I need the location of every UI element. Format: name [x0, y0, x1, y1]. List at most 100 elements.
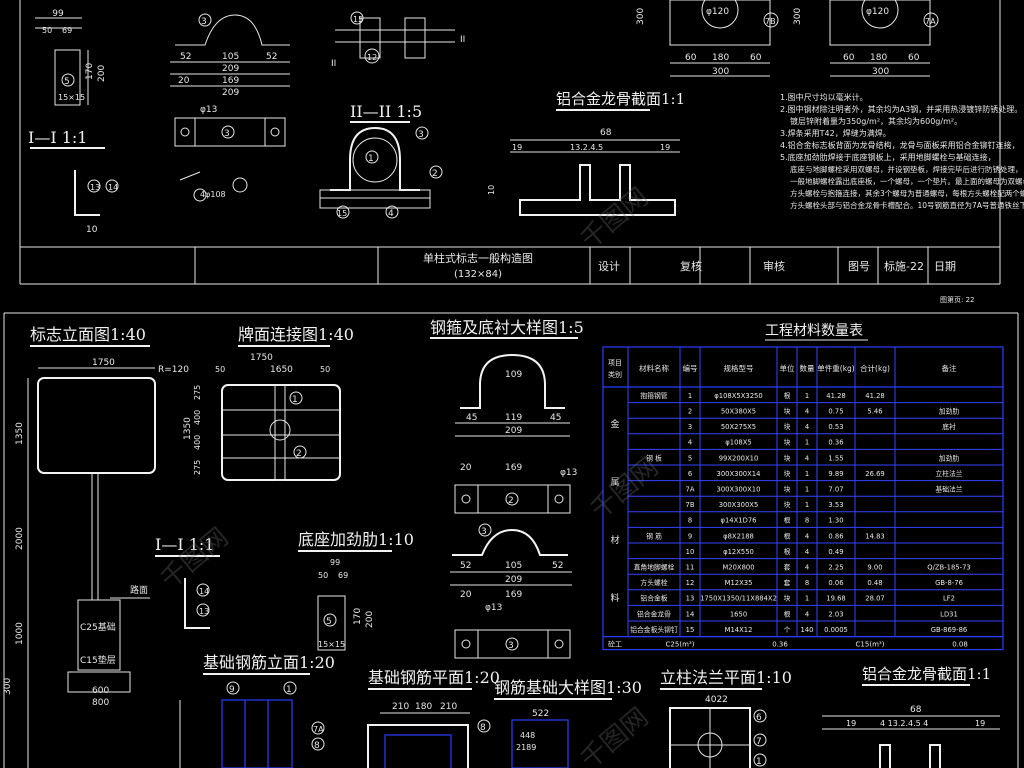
top-stiffener-detail: 99 50 69 5 170 200 15×15 — [35, 9, 107, 106]
table-header: 合计(kg) — [860, 363, 890, 373]
title-panel: 牌面连接图1:40 — [238, 325, 354, 344]
table-cell: 铝合金板 — [640, 594, 667, 603]
svg-text:3: 3 — [224, 129, 230, 139]
label-date: 日期 — [934, 260, 956, 273]
dim-c52b: 52 — [552, 561, 563, 571]
note-5e: 方头螺栓头部与铝合金龙骨卡槽配合。10号钢筋直径为7A号普通铁丝下料。 — [790, 200, 1024, 210]
dim-120a: φ120 — [706, 7, 729, 17]
table-cell: 14 — [686, 610, 695, 618]
stiffener-detail: 底座加劲肋1:10 99 50 69 5 15×15 170 200 — [298, 530, 414, 651]
dim-c209b: 209 — [505, 575, 522, 585]
table-cell: 1 — [805, 501, 809, 509]
table-footer-c15-value: 0.08 — [952, 640, 968, 648]
table-cell: 4 — [805, 564, 809, 572]
table-header-category: 项目 — [608, 359, 622, 367]
svg-text:14: 14 — [199, 587, 209, 596]
top-notes: 1.图中尺寸均以毫米计。 2.图中钢材除注明者外，其余均为A3钢，并采用热浸镀锌… — [780, 92, 1024, 210]
svg-text:2: 2 — [432, 169, 438, 179]
svg-text:8: 8 — [480, 723, 486, 733]
table-cell: 13 — [686, 595, 695, 603]
table-cell: 1.30 — [828, 517, 843, 525]
table-cell: 套 — [784, 563, 791, 572]
table-footer-c25-value: 0.36 — [772, 640, 788, 648]
table-cell: 根 — [784, 391, 791, 400]
table-cell: 9.89 — [828, 470, 843, 478]
table-cell: 6 — [688, 470, 692, 478]
svg-text:5: 5 — [64, 77, 70, 87]
dim-s200: 200 — [365, 611, 375, 628]
table-cell: 1650 — [730, 610, 747, 618]
table-cell: 1 — [805, 595, 809, 603]
table-cell: 4 — [805, 423, 809, 431]
drawing-subtitle: (132×84) — [454, 269, 502, 280]
table-grid — [602, 346, 1004, 651]
dim-60d: 60 — [908, 53, 920, 63]
dim-r180: 180 — [415, 702, 432, 712]
table-cell: 块 — [784, 485, 791, 494]
table-cell: 1 — [805, 470, 809, 478]
title-found-rebar-elev: 基础钢筋立面1:20 — [203, 653, 335, 672]
svg-text:15: 15 — [353, 15, 363, 24]
table-cell: 底衬 — [942, 422, 956, 431]
table-cell: M14X12 — [725, 626, 753, 634]
table-cell: 根 — [784, 516, 791, 525]
bottom-sheet: 标志立面图1:40 1750 R=120 1350 2000 C25基础 C15… — [3, 182, 1019, 768]
svg-text:3: 3 — [201, 17, 207, 27]
table-cell: 4 — [805, 610, 809, 618]
table-cell: 300X300X5 — [719, 501, 759, 509]
dim-10: 10 — [487, 185, 496, 195]
table-cell: 2 — [688, 408, 692, 416]
dim-180a: 180 — [712, 53, 729, 63]
table-cell: 块 — [784, 438, 791, 447]
svg-text:10: 10 — [86, 225, 98, 235]
dim-p1750: 1750 — [250, 353, 273, 363]
svg-text:II: II — [331, 59, 336, 69]
top-title-block: 单柱式标志一般构造图 (132×84) 设计 复核 审核 图号 标施-22 日期… — [20, 246, 1000, 304]
dim-p50a: 50 — [215, 365, 225, 374]
foundation-rebar-elevation: 基础钢筋立面1:20 9 1 7A 8 — [179, 653, 335, 768]
dim-r210a: 210 — [392, 702, 409, 712]
table-cell: M12X35 — [725, 579, 753, 587]
table-header: 数量 — [800, 363, 815, 373]
note-5d: 方头螺栓与抱箍连接，其余3个螺母为普通螺母，每根方头螺栓配两个螺母， — [790, 188, 1024, 198]
dim-e2000: 2000 — [15, 527, 25, 550]
title-section-2: II—II 1:5 — [350, 102, 422, 121]
table-cell: Q/ZB-185-73 — [927, 564, 971, 572]
title-found-rebar-plan: 基础钢筋平面1:20 — [368, 668, 500, 687]
dim-p275b: 275 — [193, 460, 202, 475]
table-cell: 1750X1350/11X884X2 — [700, 595, 777, 603]
dim-s50: 50 — [318, 571, 328, 580]
top-section-2: II—II 1:5 1 3 2 15 4 — [319, 102, 443, 219]
table-cell: 方头螺栓 — [640, 578, 667, 587]
watermark-1: 千图网 — [575, 182, 654, 255]
table-cell: 铝合金板头铆钉 — [630, 625, 678, 634]
svg-text:12: 12 — [367, 53, 377, 62]
dim-300a: 300 — [636, 8, 646, 25]
top-sheet: 99 50 69 5 170 200 15×15 I—I 1:1 13 14 1… — [19, 0, 1024, 304]
table-cell: 4 — [688, 439, 692, 447]
dim-a19b: 19 — [975, 719, 985, 728]
bottom-section-1: I—I 1:1 14 13 — [155, 535, 220, 629]
dim-169: 169 — [222, 76, 239, 86]
table-cell: 根 — [784, 531, 791, 540]
drawing-no: 标施-22 — [884, 259, 924, 273]
table-cell: 1 — [805, 486, 809, 494]
table-cell: 抱箍钢管 — [640, 391, 667, 400]
table-cell: 根 — [784, 609, 791, 618]
label-design: 设计 — [598, 260, 620, 273]
dim-120b: φ120 — [866, 7, 889, 17]
svg-text:7: 7 — [756, 737, 762, 747]
svg-text:13: 13 — [199, 607, 209, 616]
table-cell: 立柱法兰 — [935, 469, 962, 478]
table-border — [602, 346, 1004, 651]
table-cell: 块 — [784, 407, 791, 416]
dim-52b: 52 — [266, 52, 277, 62]
table-header: 单件重(kg) — [817, 363, 855, 373]
table-text: 项目类别材料名称编号规格型号单位数量单件重(kg)合计(kg)备注金属材料抱箍钢… — [608, 359, 971, 648]
dim-e1000: 1000 — [15, 622, 25, 645]
table-cell: 基础法兰 — [935, 485, 962, 494]
table-cell: φ8X2188 — [723, 532, 754, 540]
table-cell: 50X275X5 — [721, 423, 756, 431]
dim-s99: 99 — [330, 558, 340, 567]
svg-text:4: 4 — [388, 209, 394, 219]
